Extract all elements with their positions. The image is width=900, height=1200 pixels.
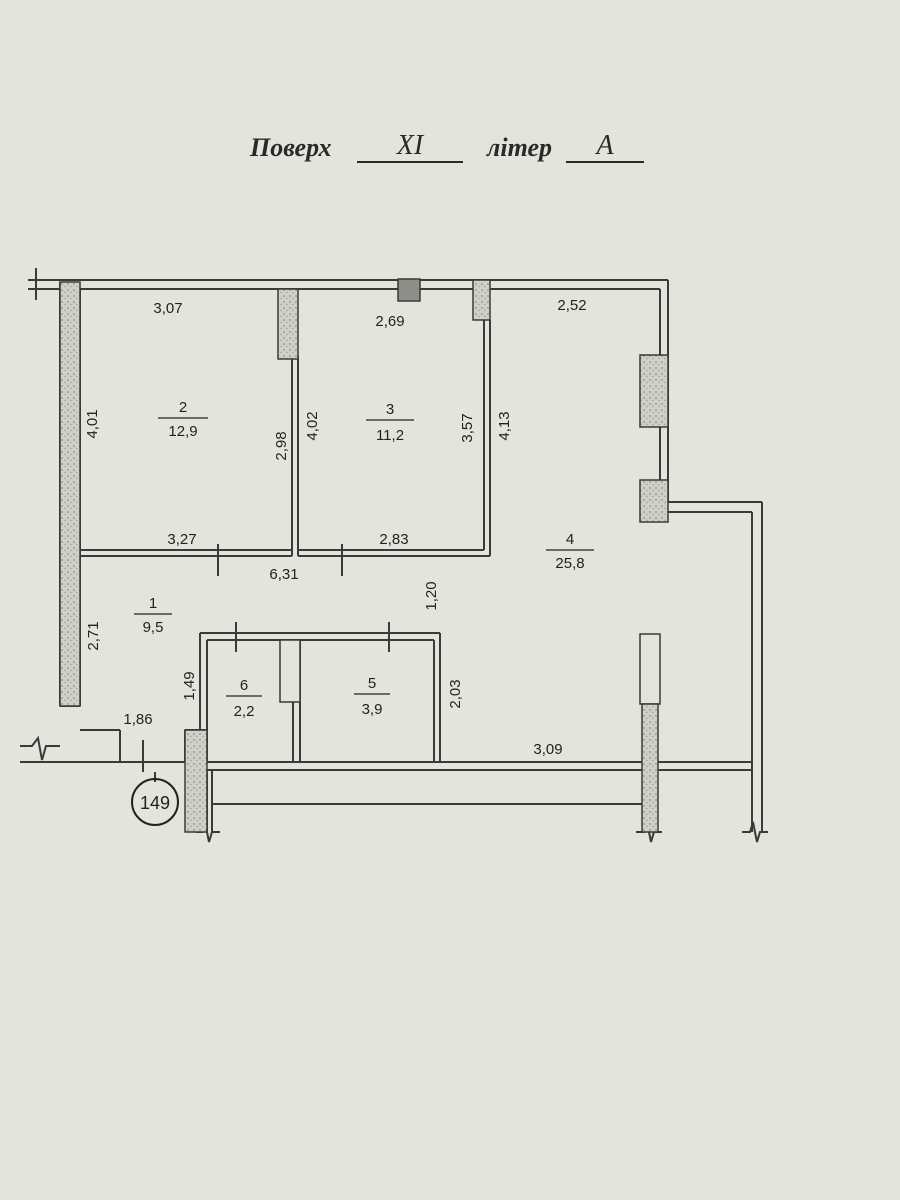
dim-corridor: 6,31 (269, 566, 298, 583)
column-entry (184, 729, 208, 833)
columns (59, 278, 669, 833)
column-right-lower (639, 479, 669, 523)
column-bottom-right (641, 703, 659, 833)
apartment-number: 149 (140, 793, 170, 813)
letter-label: літер (487, 133, 552, 162)
dim-r2-left: 4,01 (84, 409, 101, 438)
dimension-labels: 3,07 2,69 2,52 4,01 2,98 4,02 3,57 4,13 … (84, 297, 587, 758)
column-r6 (279, 639, 301, 703)
room-5-number: 5 (368, 675, 376, 692)
room-3-area: 11,2 (376, 427, 404, 444)
floor-label: Поверх (250, 133, 332, 162)
dim-r1-left: 2,71 (85, 621, 102, 650)
column-r3r4 (472, 279, 491, 321)
room-6-area: 2,2 (234, 703, 255, 720)
floor-header: Поверх XI літер А (0, 125, 900, 185)
column-right-bottom (639, 633, 661, 705)
room-4-number: 4 (566, 531, 574, 548)
dim-r2-top: 3,07 (153, 300, 182, 317)
column-right-upper (639, 354, 669, 428)
column-r2r3 (277, 288, 299, 360)
dim-r5-right: 2,03 (447, 679, 464, 708)
dim-r4-top: 2,52 (557, 297, 586, 314)
room-4: 4 25,8 (546, 531, 594, 572)
break-mark-left (20, 735, 60, 761)
dim-r3-right: 3,57 (459, 413, 476, 442)
room-4-area: 25,8 (555, 555, 584, 572)
room-5-area: 3,9 (362, 701, 383, 718)
letter-value: А (566, 131, 644, 163)
room-3: 3 11,2 (366, 401, 414, 444)
dim-r2-bottom: 3,27 (167, 531, 196, 548)
dim-r6-left: 1,49 (181, 671, 198, 700)
column-left (59, 281, 81, 707)
dim-r1-bottom: 1,86 (123, 711, 152, 728)
room-5: 5 3,9 (354, 675, 390, 718)
break-mark-bottom-3 (742, 821, 768, 843)
dim-r1-vert: 1,20 (423, 581, 440, 610)
apartment-number-circle (131, 778, 179, 826)
dim-r4-left: 4,13 (496, 411, 513, 440)
room-1-number: 1 (149, 595, 157, 612)
column-top-mid (397, 278, 421, 302)
room-1-area: 9,5 (143, 619, 164, 636)
room-2: 2 12,9 (158, 399, 208, 440)
dim-r3-bottom: 2,83 (379, 531, 408, 548)
room-6-number: 6 (240, 677, 248, 694)
dim-r4-bottom: 3,09 (533, 741, 562, 758)
room-labels: 2 12,9 3 11,2 4 25,8 1 9,5 6 2,2 5 3,9 (134, 399, 594, 720)
apartment-number-marker: 149 (131, 778, 179, 826)
room-2-number: 2 (179, 399, 187, 416)
room-2-area: 12,9 (168, 423, 197, 440)
dim-r3-top: 2,69 (375, 313, 404, 330)
floor-value: XI (357, 131, 463, 163)
room-3-number: 3 (386, 401, 394, 418)
room-1: 1 9,5 (134, 595, 172, 636)
room-6: 6 2,2 (226, 677, 262, 720)
dim-r2-right: 2,98 (273, 431, 290, 460)
dim-r3-left: 4,02 (304, 411, 321, 440)
